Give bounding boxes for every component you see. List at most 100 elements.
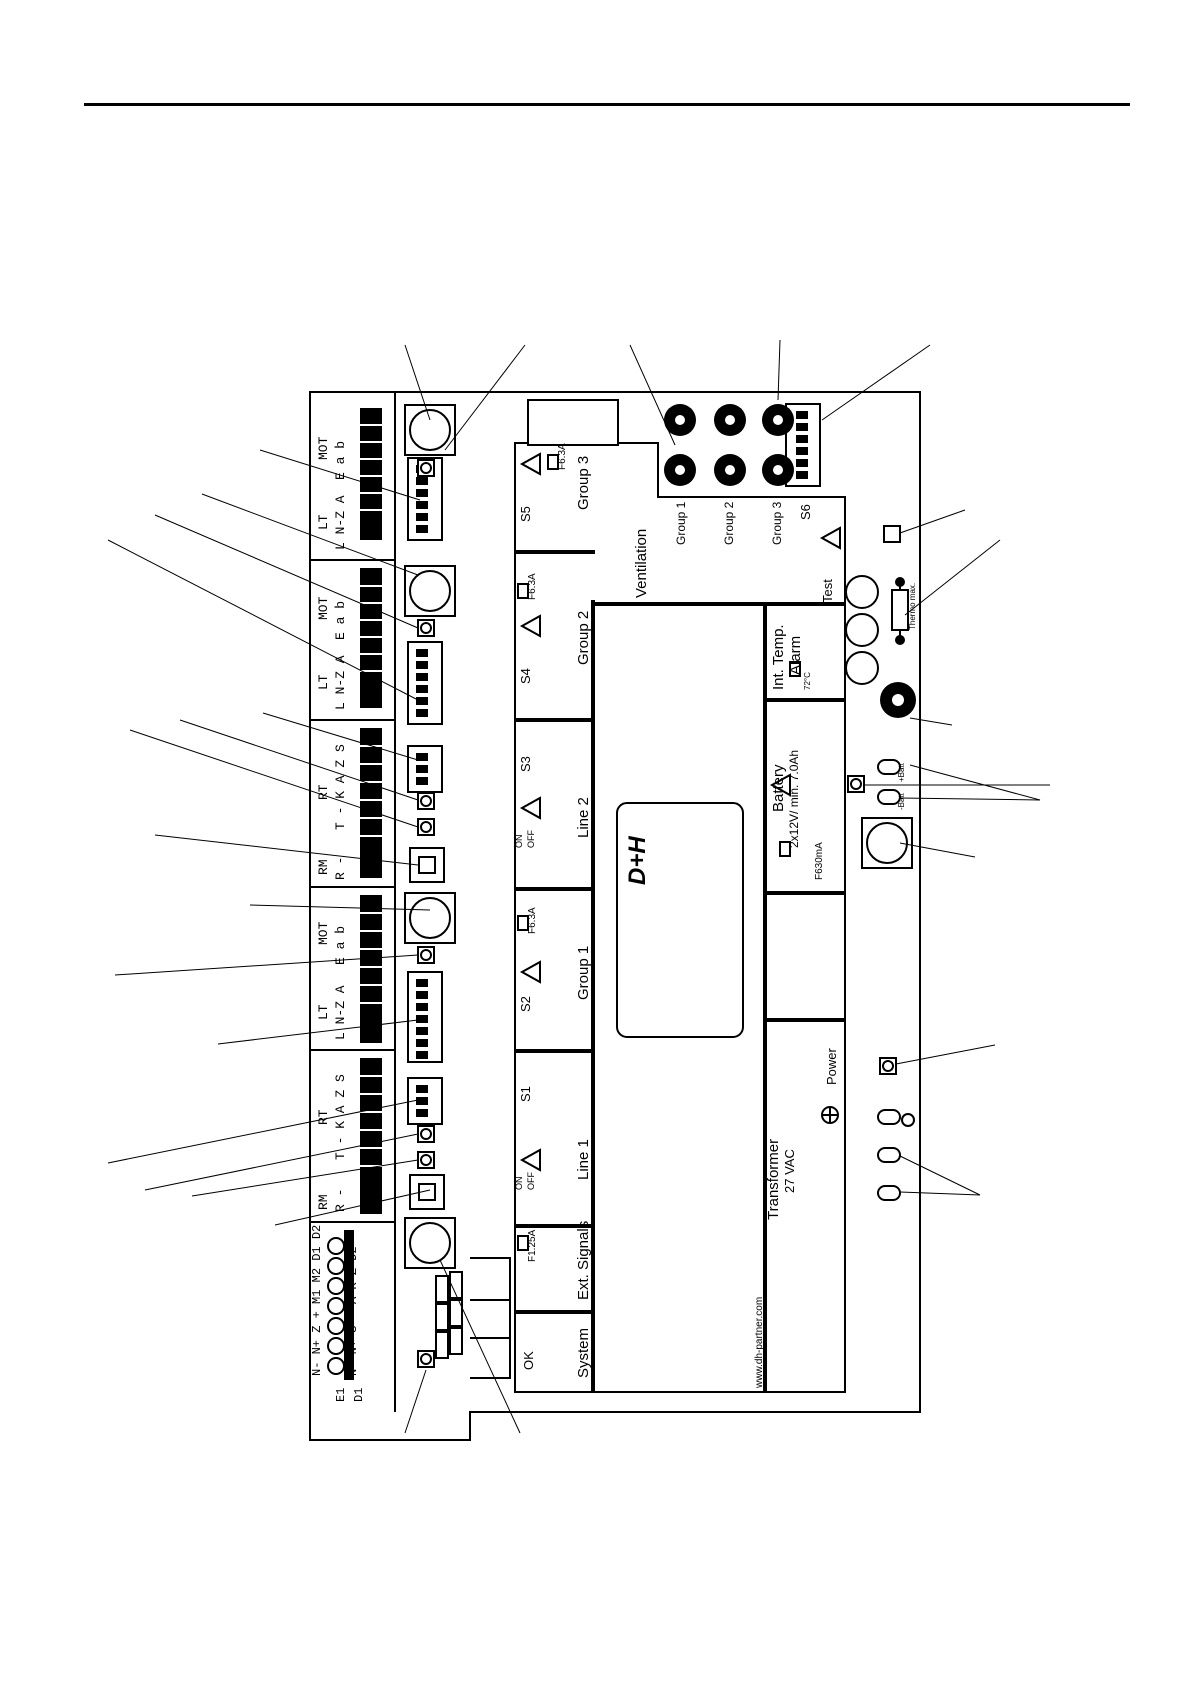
round-pad-3 (845, 651, 879, 685)
e1-label: E1 (334, 1388, 348, 1402)
button-system[interactable] (409, 1222, 451, 1264)
lt-label-1: LT (316, 514, 331, 530)
lt-pins-3: L N-Z A (333, 985, 348, 1040)
label-transformer-spec: 27 VAC (782, 1149, 797, 1193)
label-battery-spec: 2x12V/ min. 7.0Ah (787, 750, 801, 848)
rm-pins-2: R - (333, 1189, 348, 1212)
dip-switch-levers (416, 411, 808, 1117)
thermo-sensor (891, 577, 909, 645)
logo-box (616, 802, 744, 1038)
leds (417, 459, 901, 1368)
lt-pins-2: L N-Z A (333, 655, 348, 710)
rm-button-1[interactable] (418, 856, 436, 874)
label-batt-minus: -Batt (897, 792, 906, 810)
mot-label-1: MOT (316, 436, 331, 460)
warning-triangles (519, 452, 841, 1172)
mot-pins-3: E a b (333, 926, 348, 965)
label-line1: Line 1 (575, 1139, 592, 1180)
fuse-label-group3: F6.3A (557, 443, 568, 470)
section-labels: System OK Ext. Signals Line 1 Group 1 Li… (521, 456, 917, 1389)
switch-labels: S1 S2 S3 S4 S5 S6 (518, 504, 813, 1102)
ext-signal-pads (435, 1257, 511, 1379)
fuse-label-temp: 72°C (803, 672, 812, 690)
label-line2: Line 2 (575, 797, 592, 838)
mot-pins-2: E a b (333, 601, 348, 640)
push-buttons (404, 404, 913, 1269)
label-website: www.dh-partner.com (754, 1297, 765, 1389)
panel-dividers (515, 550, 845, 1392)
round-pad-1 (845, 575, 879, 609)
rm-label-2: RM (316, 1194, 331, 1210)
potentiometers (664, 404, 916, 718)
e1-screw-terminals (327, 1237, 345, 1375)
vent-group-2: Group 2 (722, 501, 736, 545)
header-rule (84, 103, 1130, 106)
d1-pins: N- N+ S - A K Z D2 (346, 1246, 360, 1376)
label-ext-signals: Ext. Signals (575, 1221, 592, 1300)
dh-logo: D+H (624, 836, 651, 885)
off-label-1: OFF (526, 1172, 536, 1190)
on-off-labels: ON OFF ON OFF (514, 830, 536, 1190)
terminal-strip (310, 392, 396, 1412)
fuse-label-ext: F1.25A (527, 1229, 538, 1262)
label-transformer: Transformer (765, 1139, 782, 1220)
fuse-label-group2: F6.3A (527, 573, 538, 600)
mot-label-2: MOT (316, 596, 331, 620)
terminal-pin-gaps (360, 424, 382, 1167)
lt-label-3: LT (316, 1004, 331, 1020)
ground-icon (821, 1106, 915, 1127)
rt-pins-2: T - K A Z S (333, 1074, 348, 1160)
rt-label-1: RT (316, 784, 331, 800)
mot-label-3: MOT (316, 921, 331, 945)
button-group1[interactable] (409, 897, 451, 939)
button-group2[interactable] (409, 570, 451, 612)
rm-pins-1: R - (333, 857, 348, 880)
label-ventilation: Ventilation (633, 529, 650, 598)
lt-pins-1: L N-Z A (333, 495, 348, 550)
mot-pins-1: E a b (333, 441, 348, 480)
switch-s5: S5 (518, 506, 533, 522)
rt-pins-1: T - K A Z S (333, 744, 348, 830)
switch-s3: S3 (518, 756, 533, 772)
label-group2: Group 2 (575, 611, 592, 665)
label-test: Test (820, 579, 835, 603)
relay-block (527, 399, 619, 446)
fuse-label-battery: F630mA (814, 842, 825, 880)
label-batt-plus: +Batt (897, 762, 906, 782)
label-system: System (575, 1328, 592, 1378)
vent-group-3: Group 3 (770, 501, 784, 545)
button-battery[interactable] (866, 822, 908, 864)
vent-group-labels: Group 1 Group 2 Group 3 (674, 501, 784, 545)
label-thermo: Thermo max. (908, 583, 917, 630)
button-group3[interactable] (409, 409, 451, 451)
off-label-2: OFF (526, 830, 536, 848)
label-battery: Battery (770, 764, 787, 812)
label-alarm: Alarm (787, 636, 804, 675)
d1-label: D1 (352, 1388, 366, 1402)
warning-triangle-icon (519, 1148, 541, 1172)
lt-label-2: LT (316, 674, 331, 690)
fuse-label-group1: F6.3A (527, 907, 538, 934)
terminal-labels: MOT E a b LT L N-Z A MOT E a b LT L N-Z … (310, 436, 366, 1402)
switch-s6: S6 (798, 504, 813, 520)
label-group3: Group 3 (575, 456, 592, 510)
fuse-icon (517, 1235, 529, 1251)
rt-label-2: RT (316, 1109, 331, 1125)
rm-label-1: RM (316, 859, 331, 875)
vent-group-1: Group 1 (674, 501, 688, 545)
label-ok: OK (521, 1351, 536, 1370)
fuse-labels: F1.25A F6.3A F6.3A F6.3A F630mA 72°C (527, 443, 825, 1262)
label-group1: Group 1 (575, 946, 592, 1000)
label-power: Power (824, 1047, 839, 1085)
label-int-temp: Int. Temp. (770, 624, 787, 690)
on-label-1: ON (514, 1177, 524, 1191)
switch-s2: S2 (518, 996, 533, 1012)
callout-lines (107, 339, 1050, 1434)
connector-ovals (877, 759, 901, 1201)
on-label-2: ON (514, 835, 524, 849)
e1-pins: N- N+ Z + M1 M2 D1 D2 (310, 1225, 324, 1376)
fuses (517, 454, 801, 1251)
switch-s4: S4 (518, 668, 533, 684)
switch-s1: S1 (518, 1086, 533, 1102)
